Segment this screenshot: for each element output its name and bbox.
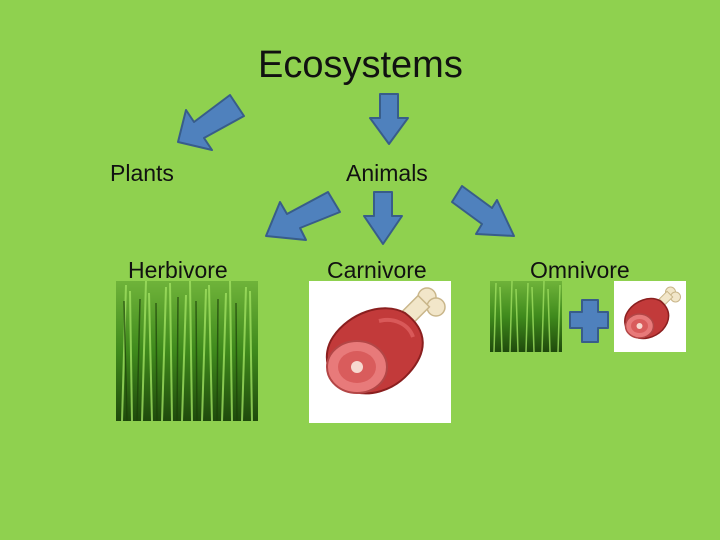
meat-drumstick-image-small <box>614 281 686 352</box>
diagram-title-text: Ecosystems <box>258 44 463 86</box>
label-carnivore: Carnivore <box>327 257 427 283</box>
label-herbivore: Herbivore <box>128 257 228 283</box>
diagram-title: Ecosystems <box>258 46 463 84</box>
plus-icon <box>569 299 609 343</box>
arrow-to-omnivore <box>451 185 515 237</box>
grass-image <box>116 281 258 421</box>
meat-drumstick-image <box>309 281 451 423</box>
label-omnivore: Omnivore <box>530 257 630 283</box>
arrow-to-herbivore <box>265 191 341 241</box>
arrow-to-plants <box>177 94 245 151</box>
label-animals: Animals <box>346 160 428 186</box>
arrow-to-carnivore <box>363 191 403 245</box>
arrow-to-animals <box>369 93 409 145</box>
grass-image-small <box>490 281 562 352</box>
label-plants: Plants <box>110 160 174 186</box>
